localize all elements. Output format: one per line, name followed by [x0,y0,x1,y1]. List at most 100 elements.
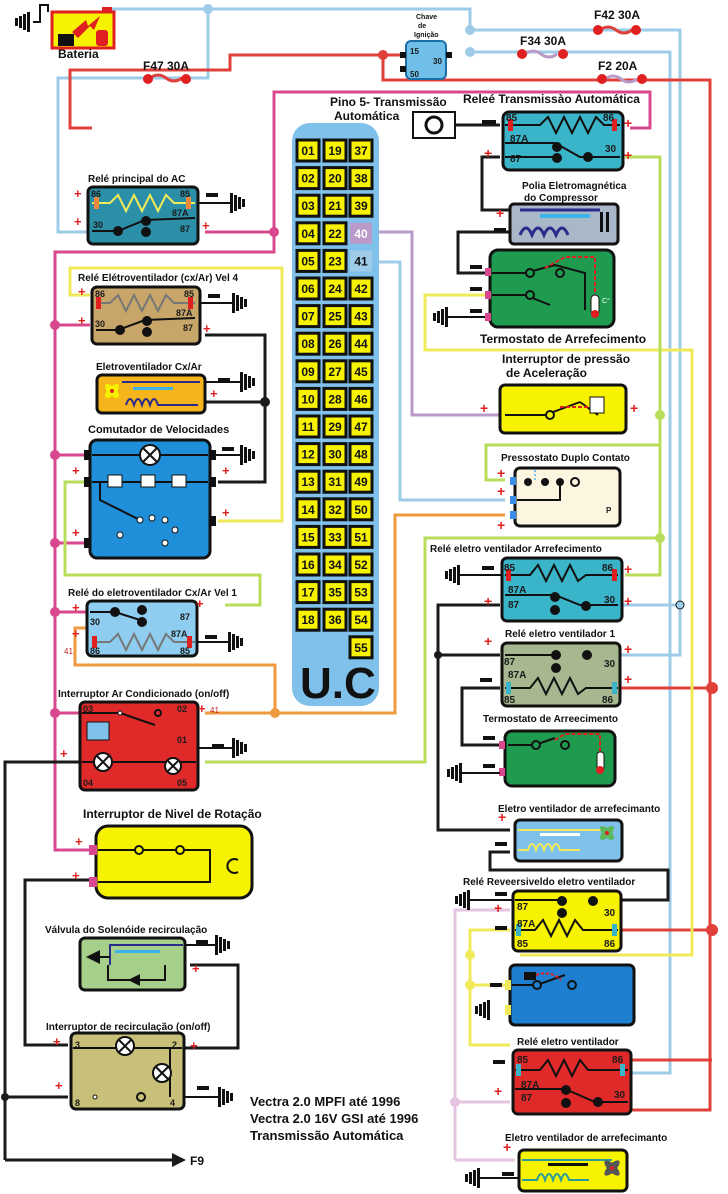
uc-pin-15[interactable] [295,524,321,549]
uc-pin-32[interactable] [322,497,348,522]
uc-pin-22[interactable] [322,221,348,246]
ignition-switch[interactable]: Chave de Ignição 15 30 50 [400,14,452,80]
uc-pin-28[interactable] [322,386,348,411]
uc-pin-47[interactable] [348,414,374,439]
rele-principal-ac[interactable]: Relé principal do AC 86 85 87A 30 87 + +… [74,174,245,246]
rele-transmissao[interactable]: Releé Transmissào Automática 85 86 87A 8… [463,92,640,172]
polia-compressor[interactable]: Polia Eletromagnética do Compressor + [494,181,627,246]
uc-pin-24[interactable] [322,276,348,301]
uc-pin-09[interactable] [295,359,321,384]
interruptor-termico[interactable] [475,963,636,1027]
uc-pin-25[interactable] [322,304,348,329]
uc-pin-18[interactable] [295,607,321,632]
uc-pin-01[interactable] [295,138,321,163]
interruptor-nivel-rotacao[interactable]: Interruptor de Nivel de Rotação + + [72,807,262,900]
fuse-f2[interactable]: F2 20A [597,59,647,84]
fuse-f34[interactable]: F34 30A [517,34,568,59]
uc-pin-23[interactable] [322,248,348,273]
interruptor-recirculacao[interactable]: Interruptor de recirculação (on/off) 3 2… [46,1022,233,1111]
uc-pin-46[interactable] [348,386,374,411]
svg-text:+: + [202,218,210,233]
uc-pin-10[interactable] [295,386,321,411]
uc-pin-06[interactable] [295,276,321,301]
uc-pin-35[interactable] [322,580,348,605]
uc-pin-13[interactable] [295,469,321,494]
uc-pin-14[interactable] [295,497,321,522]
uc-pin-12[interactable] [295,442,321,467]
comutador-velocidades[interactable]: Comutador de Velocidades + + + + [72,424,255,560]
uc-pin-43[interactable] [348,304,374,329]
uc-pin-50[interactable] [348,497,374,522]
svg-text:Interruptor de recirculação (o: Interruptor de recirculação (on/off) [46,1022,210,1033]
uc-pin-53[interactable] [348,580,374,605]
svg-text:15: 15 [410,47,419,56]
fuse-f47[interactable]: F47 30A [143,59,191,84]
uc-pin-02[interactable] [295,166,321,191]
uc-pin-42[interactable] [348,276,374,301]
uc-pin-20[interactable] [322,166,348,191]
uc-pin-label: 15 [301,530,315,544]
svg-text:86: 86 [91,189,101,199]
svg-text:87: 87 [183,323,193,333]
rele-eletroventilador-1[interactable]: Relé eletro ventilador 1 87 30 87A 85 86… [480,629,632,708]
eletroventilador-cx-ar[interactable]: Eletroventilador Cx/Ar + [95,362,255,415]
svg-text:F42 30A: F42 30A [594,8,640,22]
wire-red-ignition [68,53,400,130]
rele-eletroventilador-vel1[interactable]: Relé do eletroventilador Cx/Ar Vel 1 30 … [64,588,243,658]
uc-pin-26[interactable] [322,331,348,356]
rele-eletroventilador[interactable]: Relé eletro ventilador 85 86 87A 87 30 + [493,1037,633,1116]
uc-pin-45[interactable] [348,359,374,384]
uc-pin-label: 49 [354,475,368,489]
wire-yellow-rrev [468,928,510,1047]
uc-pin-17[interactable] [295,580,321,605]
uc-pin-04[interactable] [295,221,321,246]
uc-pin-11[interactable] [295,414,321,439]
uc-pin-38[interactable] [348,166,374,191]
uc-pin-52[interactable] [348,552,374,577]
uc-pin-07[interactable] [295,304,321,329]
uc-pin-16[interactable] [295,552,321,577]
uc-pin-49[interactable] [348,469,374,494]
uc-pin-34[interactable] [322,552,348,577]
fuse-f42[interactable]: F42 30A [593,8,641,35]
battery[interactable]: Bateria [15,4,116,61]
uc-pin-label: 20 [328,172,342,186]
uc-pin-51[interactable] [348,524,374,549]
uc-pin-41[interactable] [350,250,372,272]
uc-pin-36[interactable] [322,607,348,632]
interruptor-pressao-aceleracao[interactable]: Interruptor de pressão de Aceleração + + [480,352,638,435]
valvula-solenoide-recirculacao[interactable]: Válvula do Solenóide recirculação + [45,925,230,992]
uc-pin-31[interactable] [322,469,348,494]
wire-orange-41 [73,626,277,715]
uc-pin-33[interactable] [322,524,348,549]
uc-pin-label: 43 [354,310,368,324]
uc-pin-19[interactable] [322,138,348,163]
uc-pin-30[interactable] [322,442,348,467]
uc-pin-29[interactable] [322,414,348,439]
eletroventilador-arrefecimento-2[interactable]: Eletro ventilador de arrefecimanto + [465,1133,667,1193]
uc-pin-37[interactable] [348,138,374,163]
uc-pin-40[interactable] [350,222,372,244]
ground-icon [433,307,448,327]
uc-pin-05[interactable] [295,248,321,273]
termostato-arrefecimento[interactable]: C° Termostato de Arrefecimento [433,248,646,346]
uc-pin-27[interactable] [322,359,348,384]
rele-eletroventilador-vel4[interactable]: Relé Elétroventilador (cx/Ar) Vel 4 86 8… [78,273,247,346]
eletroventilador-arrefecimento-1[interactable]: Eletro ventilador de arrefecimanto + [495,804,660,863]
uc-pin-21[interactable] [322,193,348,218]
termostato-arreecimento[interactable]: Termostato de Arreecimento [447,714,618,788]
rele-eletroventilador-arrefecimento[interactable]: Relé eletro ventilador Arrefecimento 85 … [430,544,632,623]
interruptor-ar-condicionado[interactable]: Interruptor Ar Condicionado (on/off) 03 … [58,689,247,792]
svg-text:do Compressor: do Compressor [524,193,598,204]
pressostato-duplo-contato[interactable]: Pressostato Duplo Contato P + + + [497,453,630,533]
uc-pin-39[interactable] [348,193,374,218]
wire-black-polia-termo [456,230,510,275]
uc-pin-03[interactable] [295,193,321,218]
svg-text:Ignição: Ignição [414,32,439,39]
uc-pin-55[interactable] [348,635,374,660]
rele-reversivel-eletroventilador[interactable]: Relé Reveersiveldo eletro ventilador 87 … [455,877,635,953]
uc-pin-44[interactable] [348,331,374,356]
uc-pin-48[interactable] [348,442,374,467]
uc-pin-54[interactable] [348,607,374,632]
uc-pin-08[interactable] [295,331,321,356]
